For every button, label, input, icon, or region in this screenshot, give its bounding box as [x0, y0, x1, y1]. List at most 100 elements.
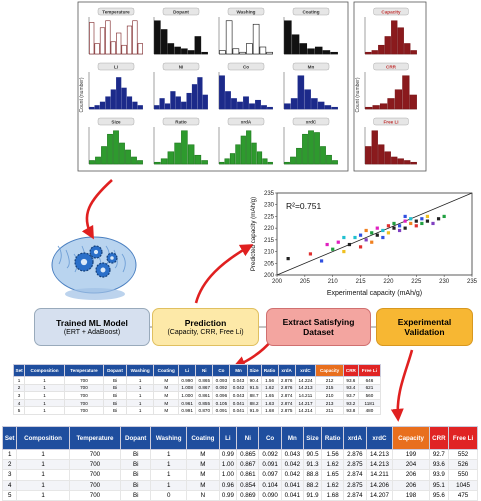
- arrow-prediction-to-scatter: [194, 244, 254, 304]
- model-subtitle: (ERT + AdaBoost): [63, 328, 121, 336]
- table-cell: 91.9: [302, 489, 323, 501]
- histogram-bar: [365, 51, 372, 55]
- table-cell: 93.6: [428, 459, 450, 471]
- histogram-bar: [167, 151, 175, 165]
- table-cell: 0: [150, 489, 188, 501]
- table-cell: 206: [392, 479, 430, 491]
- table-cell: 1: [24, 406, 65, 415]
- histogram-bar: [246, 43, 253, 55]
- histogram-title: Size: [111, 119, 121, 124]
- table-header-cell: xrdC: [294, 364, 317, 377]
- table-cell: 700: [63, 376, 104, 385]
- histogram-bar: [378, 144, 385, 165]
- table-header-cell: xrdA: [277, 364, 296, 377]
- histogram-bar: [410, 161, 417, 165]
- extract-box: Extract Satisfying Dataset: [266, 308, 371, 346]
- table-header-cell: Capacity: [392, 426, 430, 450]
- table-cell: 88.2: [246, 398, 262, 408]
- table-header-cell: Li: [218, 426, 238, 450]
- scatter-point: [403, 226, 407, 230]
- scatter-point: [370, 231, 374, 235]
- scatter-point: [336, 240, 340, 244]
- scatter-point: [342, 249, 346, 254]
- table-cell: Bi: [102, 391, 128, 400]
- histogram-bar: [331, 106, 338, 110]
- table-header-cell: Ratio: [260, 364, 279, 377]
- histogram-bar: [229, 153, 236, 165]
- histogram-title-box: [97, 62, 135, 71]
- histogram-bar: [267, 161, 273, 165]
- x-tick-label: 200: [272, 279, 283, 285]
- table-header-cell: CRR: [428, 426, 450, 450]
- table-cell: 0.990: [178, 376, 197, 385]
- table-cell: 1: [16, 479, 70, 491]
- table-cell: 1.62: [321, 479, 345, 491]
- table-cell: 0.091: [212, 406, 231, 415]
- table-cell: 2.876: [277, 383, 296, 393]
- histogram-bar: [322, 50, 331, 55]
- table-cell: 700: [63, 383, 104, 393]
- histogram-bar: [99, 101, 106, 110]
- histogram-bar: [256, 151, 263, 165]
- table-cell: 0.854: [236, 479, 260, 491]
- histogram-bar: [154, 105, 160, 110]
- histogram-bar: [235, 144, 241, 165]
- table-cell: 0.042: [280, 459, 304, 471]
- histogram-bar: [404, 160, 411, 165]
- table-header-cell: Composition: [24, 364, 65, 377]
- scatter-point: [386, 231, 391, 235]
- table-cell: 91.9: [246, 406, 262, 415]
- table-cell: 0.096: [212, 391, 231, 400]
- histogram-title: Dopant: [173, 9, 189, 14]
- table-header-cell: Temperature: [68, 426, 122, 450]
- histogram-title-box: [162, 7, 200, 16]
- table-header-cell: Ni: [236, 426, 260, 450]
- model-title: Trained ML Model: [56, 317, 128, 328]
- histogram-mn: Mn: [283, 62, 338, 110]
- table-cell: 2.876: [343, 448, 367, 461]
- table-cell: 5: [12, 406, 26, 415]
- table-cell: 14.207: [365, 489, 394, 501]
- histogram-bar: [181, 101, 187, 110]
- gear-hub: [80, 258, 88, 266]
- table-cell: 0.041: [229, 398, 248, 408]
- scatter-point: [409, 217, 413, 221]
- histogram-bar: [94, 43, 100, 55]
- table-cell: 204: [392, 459, 430, 471]
- table-cell: Bi: [120, 479, 152, 491]
- table-cell: 14.213: [365, 459, 394, 471]
- table-cell: 88.2: [302, 479, 323, 491]
- histogram-bar: [186, 92, 192, 110]
- histogram-bar: [197, 77, 203, 110]
- histogram-bar: [131, 156, 137, 165]
- scatter-point: [342, 235, 346, 240]
- histogram-bar: [126, 96, 133, 110]
- histogram-bar: [304, 89, 311, 110]
- scatter-point: [409, 221, 413, 226]
- table-cell: 14.224: [294, 376, 317, 385]
- scatter-point: [347, 242, 352, 247]
- x-tick-label: 235: [467, 279, 478, 285]
- table-cell: 93.9: [428, 469, 450, 481]
- count-axis-label: Count (number): [79, 77, 85, 112]
- y-tick-label: 210: [264, 250, 275, 256]
- histogram-bar: [89, 106, 95, 110]
- histogram-title: Washing: [237, 9, 256, 14]
- histogram-title-box: [227, 117, 265, 126]
- histogram-bar: [167, 43, 175, 55]
- x-tick-label: 210: [328, 279, 339, 285]
- scatter-y-label: Predicted capacity (mAh/g): [250, 197, 257, 271]
- table-cell: 14.217: [294, 398, 317, 408]
- histogram-bar: [105, 96, 111, 110]
- table-cell: 210: [315, 391, 344, 400]
- scatter-point: [358, 245, 363, 249]
- table-cell: 1: [125, 383, 155, 393]
- scatter-point: [375, 226, 379, 230]
- histogram-bar: [326, 154, 332, 165]
- histogram-title: Temperature: [102, 9, 130, 14]
- histogram-title-box: [292, 7, 330, 16]
- table-cell: 2: [12, 383, 26, 393]
